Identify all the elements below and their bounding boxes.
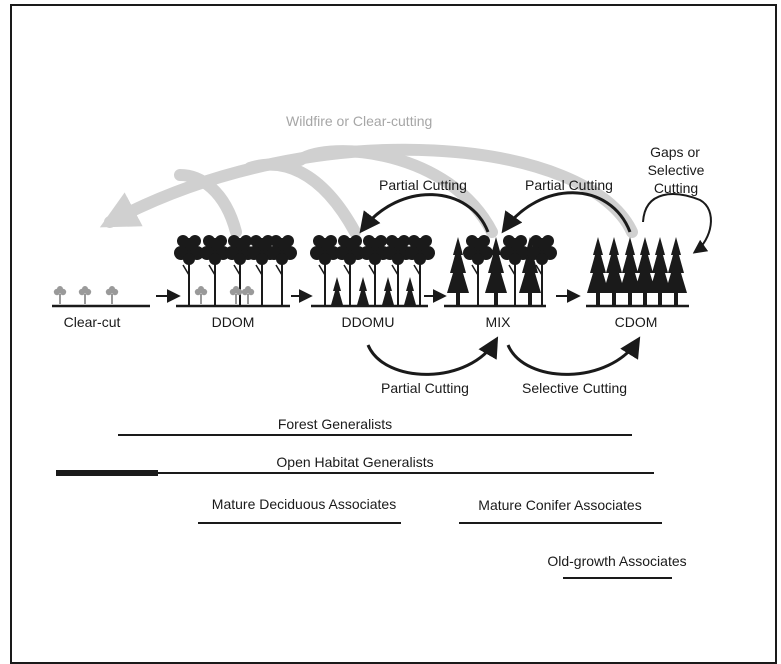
stage-label-ddomu: DDOMU <box>342 314 395 330</box>
ddom-stand <box>173 234 298 306</box>
figure-frame <box>10 4 777 664</box>
upper-arrow-cdom-to-mix <box>501 191 632 234</box>
guild-label-old-growth: Old-growth Associates <box>547 553 686 569</box>
stage-label-mix: MIX <box>486 314 512 330</box>
stage-label-clearcut: Clear-cut <box>64 314 121 330</box>
mix-stand <box>447 234 558 306</box>
lower-arrow-mix-to-cdom <box>506 336 641 376</box>
guild-label-forest-generalists: Forest Generalists <box>278 416 392 432</box>
guild-label-mature-conifer: Mature Conifer Associates <box>478 497 641 513</box>
upper-arrow-label-2: Partial Cutting <box>525 177 613 193</box>
lower-arrow-label-2: Selective Cutting <box>522 380 627 396</box>
upper-arrow-mix-to-ddomu <box>359 193 490 234</box>
disturbance-arrows <box>99 143 638 238</box>
succession-diagram: Wildfire or Clear-cutting Partial Cuttin… <box>52 113 712 579</box>
upper-arrow-label-1: Partial Cutting <box>379 177 467 193</box>
disturbance-arc-ddom <box>174 169 242 238</box>
lower-arrow-ddomu-to-mix <box>366 336 499 376</box>
stage-label-cdom: CDOM <box>615 314 658 330</box>
clearcut-shrubs <box>53 285 119 305</box>
stage-label-ddom: DDOM <box>212 314 255 330</box>
guild-label-open-habitat-generalists: Open Habitat Generalists <box>276 454 433 470</box>
disturbance-arc-ddomu <box>244 158 361 238</box>
self-loop-line-2: Selective <box>648 162 705 178</box>
self-loop-line-1: Gaps or <box>650 144 700 160</box>
lower-arrow-label-1: Partial Cutting <box>381 380 469 396</box>
ddomu-stand <box>309 234 436 306</box>
cdom-stand <box>587 237 687 305</box>
disturbance-arc-mix <box>294 145 498 238</box>
disturbance-label: Wildfire or Clear-cutting <box>286 113 432 129</box>
self-loop-line-3: Cutting <box>654 180 698 196</box>
guild-label-mature-deciduous: Mature Deciduous Associates <box>212 496 396 512</box>
self-loop-arrow <box>642 193 712 254</box>
